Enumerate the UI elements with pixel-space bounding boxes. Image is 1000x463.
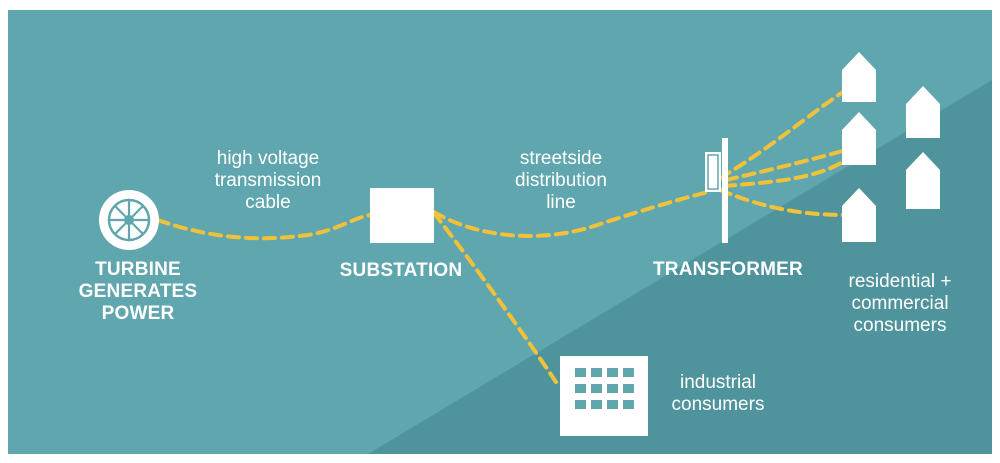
turbine-label-line: POWER bbox=[101, 302, 175, 324]
ind-label-line: industrial bbox=[679, 372, 757, 393]
feed-line-house-2 bbox=[724, 148, 848, 182]
house-icon bbox=[842, 52, 876, 102]
house-icon bbox=[906, 86, 940, 138]
street-label-line: line bbox=[546, 191, 576, 213]
streetside-distribution-line bbox=[432, 190, 710, 238]
transformer-label: TRANSFORMER bbox=[653, 259, 803, 280]
street-label-line: streetside bbox=[519, 148, 603, 169]
power-grid-diagram: TURBINE GENERATES POWER SUBSTATION TRANS… bbox=[8, 10, 992, 454]
house-icon bbox=[906, 152, 940, 209]
high-voltage-cable-label: high voltage transmission cable bbox=[183, 148, 353, 214]
residential-consumers-label: residential + commercial consumers bbox=[820, 271, 980, 337]
turbine-label: TURBINE GENERATES POWER bbox=[68, 259, 208, 325]
substation-box-icon bbox=[370, 188, 434, 243]
hv-label-line: transmission bbox=[214, 169, 322, 191]
feed-line-house-3 bbox=[722, 158, 848, 188]
res-label-line: consumers bbox=[853, 314, 947, 336]
feed-line-house-4 bbox=[718, 188, 848, 217]
hv-label-line: cable bbox=[245, 191, 291, 213]
turbine-icon bbox=[99, 190, 159, 250]
turbine-label-line: GENERATES bbox=[78, 280, 198, 302]
industrial-feed-line bbox=[432, 211, 558, 384]
diagram-canvas bbox=[8, 10, 992, 454]
house-icon bbox=[842, 188, 876, 242]
turbine-label-line: TURBINE bbox=[95, 259, 181, 280]
streetside-line-label: streetside distribution line bbox=[486, 148, 636, 214]
res-label-line: residential + bbox=[848, 271, 952, 292]
transformer-pole-icon bbox=[705, 138, 728, 243]
high-voltage-cable bbox=[156, 213, 372, 241]
ind-label-line: consumers bbox=[671, 393, 765, 415]
factory-icon bbox=[560, 356, 648, 436]
res-label-line: commercial bbox=[851, 292, 949, 314]
hv-label-line: high voltage bbox=[216, 148, 320, 169]
substation-label: SUBSTATION bbox=[339, 260, 463, 281]
industrial-consumers-label: industrial consumers bbox=[658, 372, 778, 416]
feed-line-house-1 bbox=[718, 88, 848, 180]
background-shade bbox=[368, 80, 992, 454]
street-label-line: distribution bbox=[515, 169, 607, 191]
house-icon bbox=[842, 112, 876, 165]
